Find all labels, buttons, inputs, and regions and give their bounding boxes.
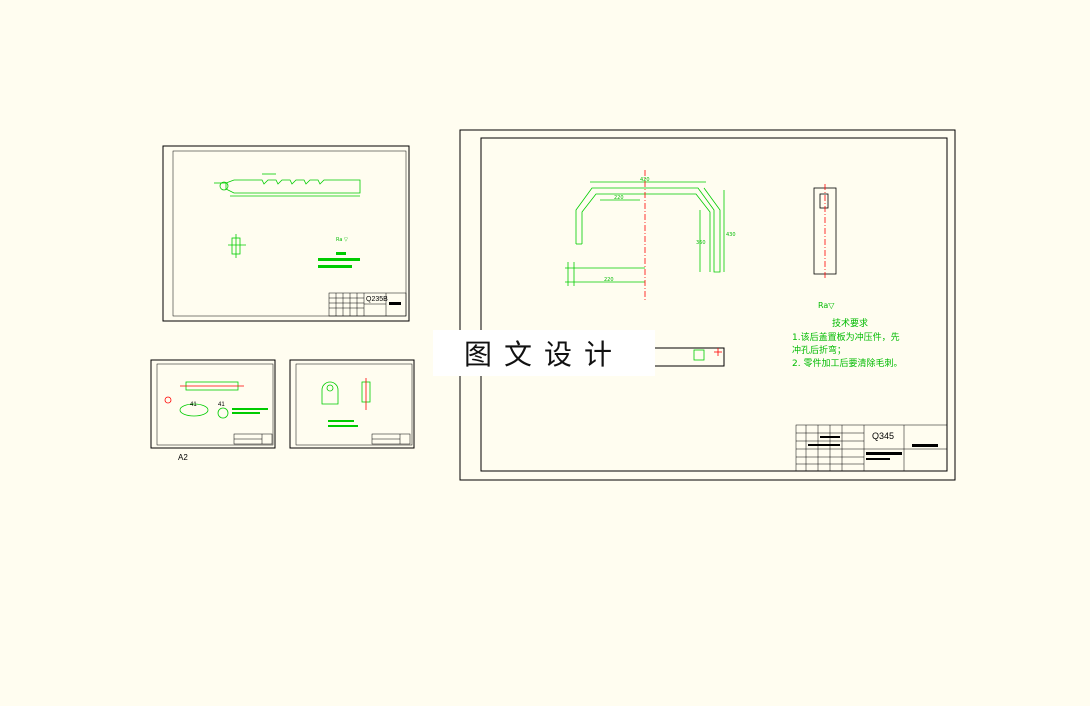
sheet-main: 420 220 220 430 360 Ra▽ 技术要求 1.该后盖置板为冲压件… [459, 129, 956, 481]
svg-text:41: 41 [190, 402, 197, 408]
dim-height: 360 [696, 240, 706, 246]
material-label-main: Q345 [872, 431, 894, 441]
tech-note-2: 2. 零件加工后要清除毛刺。 [792, 357, 902, 369]
technical-requirements: Ra▽ 技术要求 1.该后盖置板为冲压件，先 冲孔后折弯； 2. 零件加工后要清… [792, 301, 902, 369]
notes-block-small: Ra ▽ [318, 237, 360, 268]
dim-inner: 220 [614, 195, 624, 201]
sheet-bottom-middle [289, 359, 415, 449]
tech-heading: 技术要求 [832, 317, 868, 329]
watermark-banner: 图文设计 [433, 330, 655, 376]
main-inner-border [480, 137, 948, 472]
small-bracket-view [228, 234, 246, 258]
dim-top: 420 [640, 177, 650, 183]
main-outer-border [459, 129, 956, 481]
bent-plate-front-view [565, 181, 725, 286]
sheet-outer-border [162, 145, 410, 322]
dim-bottom: 220 [604, 277, 614, 283]
sheet-top-left: Ra ▽ Q235B [162, 145, 410, 322]
title-block-main: Q345 [795, 424, 948, 472]
title-block-top-left: Q235B [328, 292, 407, 317]
svg-text:41: 41 [218, 402, 225, 408]
sheet-inner-border [172, 150, 407, 317]
material-label-top-left: Q235B [366, 296, 388, 303]
svg-text:Ra ▽: Ra ▽ [336, 237, 348, 243]
tech-note-1b: 冲孔后折弯； [792, 344, 846, 356]
serrated-bar-part [214, 173, 361, 197]
tech-note-1a: 1.该后盖置板为冲压件，先 [792, 331, 900, 343]
svg-text:Ra▽: Ra▽ [818, 301, 835, 310]
dim-right: 430 [726, 232, 736, 238]
rod-assembly-part [164, 381, 244, 419]
clamp-part [321, 378, 371, 410]
sheet-size-label: A2 [178, 453, 188, 462]
sheet-bottom-left: 41 41 [150, 359, 276, 449]
